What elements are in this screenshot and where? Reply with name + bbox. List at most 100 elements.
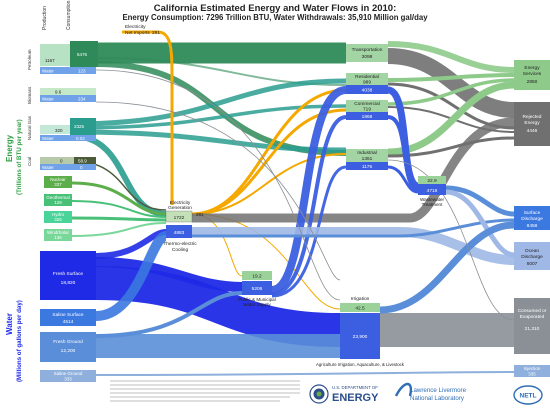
flow-misc-3 [387,159,515,321]
rejected-energy-label: Rejected [523,114,542,120]
saline-ground-label: Saline Ground [54,371,83,376]
flow-cooling-surface [192,218,515,238]
gas-water-box [40,135,96,141]
flow-cooling-ocean [192,227,515,265]
water-axis-label: Water [5,313,14,335]
hydro-value: 326 [54,217,62,222]
fresh-ground-value: 12,200 [61,348,76,354]
generation-energy-value: 1722 [174,215,185,221]
public-energy-value: 19.2 [252,274,262,280]
flow-freshground-public [95,291,243,338]
public-supply-label-2: Water Supply [243,302,271,307]
row-label-petroleum: Petroleum [27,49,32,70]
flow-misc-2 [95,101,341,281]
flow-residential-wastewater [386,86,420,190]
petroleum-water-value: 123 [78,69,86,74]
nuclear-label: Nuclear [50,177,66,182]
industrial-energy-value: 1361 [362,156,373,162]
fresh-surface-label: Fresh Surface [53,271,83,277]
fresh-ground-box [40,332,96,362]
irrigation-footer: Agriculture Irrigation, Aquaculture, & L… [316,362,405,367]
public-water-box [242,281,272,295]
flow-misc-1 [95,69,341,301]
flow-electricity-public [191,213,243,277]
flow-hydro-generation [71,216,167,222]
gas-consumption-box [70,118,96,136]
public-supply-label: Public & Municipal [238,297,276,302]
generation-water-box [166,225,192,238]
ocean-discharge-label: Ocean [525,248,539,254]
coal-production-value: 0 [60,159,63,164]
surface-discharge-value: 8458 [527,223,538,229]
residential-water-box [346,85,388,94]
doe-logo-line1: U.S. DEPARTMENT OF [332,385,378,390]
generation-water-value: 4883 [174,230,185,236]
llnl-logo-line1: Lawrence Livermore [410,387,467,394]
row-label-natural-gas: Natural Gas [27,115,32,140]
ocean-discharge-value: 6007 [527,261,538,267]
netl-logo-text: NETL [520,393,537,400]
biomass-energy-box [40,88,96,95]
generation-label: Electricity [170,200,191,206]
wastewater-water-box [418,184,446,195]
rejected-energy-box [514,102,550,146]
gas-consumption-value: 2325 [74,124,85,129]
industrial-label: Industrial [357,150,376,156]
industrial-water-value: 1175 [362,164,373,170]
coal-consumption-value: 58.9 [78,159,87,164]
irrigation-water-value: 23,900 [353,334,368,340]
surface-discharge-box [514,206,550,230]
flow-generation-rejected [192,117,515,223]
fresh-surface-box [40,251,96,300]
geothermal-box [44,194,72,206]
llnl-logo-line2: National Laboratory [410,395,465,402]
saline-ground-value: 333 [64,377,72,382]
flow-gas-industrial [71,129,347,153]
fresh-ground-label: Fresh Ground [53,339,83,345]
flow-public-commercial [271,115,347,296]
llnl-logo: Lawrence Livermore National Laboratory [394,382,467,402]
transportation-label: Transportation [352,47,383,53]
petroleum-water-box [40,67,96,74]
surface-discharge-label: Surface [524,210,541,216]
commercial-water-value: 1868 [362,114,373,120]
injection-label: Injection [524,366,541,371]
commercial-label: Commercial [354,101,380,107]
biomass-water-label: Water [42,97,54,102]
wastewater-energy-box [418,176,446,184]
gas-production-box [40,125,70,134]
geothermal-label: Geothermal [46,195,70,200]
commercial-energy-value: 719 [363,107,371,113]
flow-salineground-injection [95,371,515,376]
flow-wind-generation [71,222,167,237]
thermo-cooling-label-2: Cooling [172,247,189,253]
geothermal-value: 128 [54,200,62,205]
flow-wastewater-ocean [445,189,515,258]
coal-water-label: Water [42,165,54,170]
transportation-box [346,44,388,62]
public-water-value: 5206 [252,286,263,292]
node-layer: Production Consumption Petroleum Biomass… [5,0,550,405]
rejected-energy-value: 4446 [527,128,538,134]
flow-geo-generation [71,200,167,218]
consumed-box [514,298,550,354]
gas-water-value: 0.02 [76,136,85,141]
coal-energy-box [40,157,96,164]
flow-transport-services [387,41,515,73]
commercial-energy-box [346,100,388,112]
injection-box [514,365,550,377]
flow-residential-rejected [387,82,515,130]
generation-label-2: Generation [168,205,192,211]
residential-energy-value: 989 [363,80,371,86]
llnl-swoosh-icon [394,382,413,397]
transportation-value: 3098 [362,54,373,60]
saline-ground-box [40,370,96,382]
industrial-energy-box [346,149,388,162]
flow-public-residential [270,86,347,294]
wastewater-water-value: 4718 [427,188,438,194]
coal-consumption-box [74,157,96,164]
flow-irrigation-surface [379,221,515,314]
saline-surface-value: 4514 [63,319,74,325]
flow-residential-services [387,73,515,82]
